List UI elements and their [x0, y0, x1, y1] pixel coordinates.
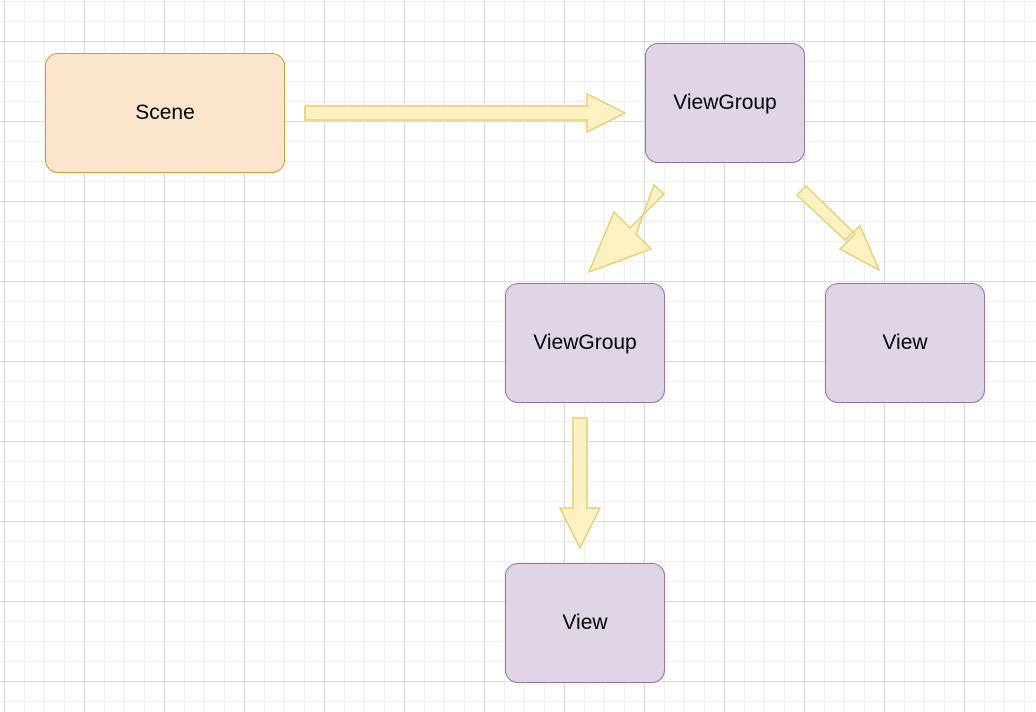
leaf-view-node-label: View	[562, 611, 608, 634]
child-viewgroup-node-label: ViewGroup	[533, 331, 637, 354]
leaf-view-node[interactable]: View	[505, 563, 665, 683]
arrow-root-viewgroup-to-child-view[interactable]	[795, 184, 881, 272]
child-viewgroup-node[interactable]: ViewGroup	[505, 283, 665, 403]
arrow-child-viewgroup-to-leaf-view[interactable]	[558, 417, 602, 550]
child-view-node-label: View	[882, 331, 928, 354]
root-viewgroup-node-label: ViewGroup	[673, 91, 777, 114]
scene-node-label: Scene	[135, 101, 195, 124]
root-viewgroup-node[interactable]: ViewGroup	[645, 43, 805, 163]
child-view-node[interactable]: View	[825, 283, 985, 403]
scene-node[interactable]: Scene	[45, 53, 285, 173]
arrow-root-viewgroup-to-child-viewgroup[interactable]	[587, 183, 666, 274]
arrow-scene-to-root-viewgroup[interactable]	[304, 92, 627, 134]
